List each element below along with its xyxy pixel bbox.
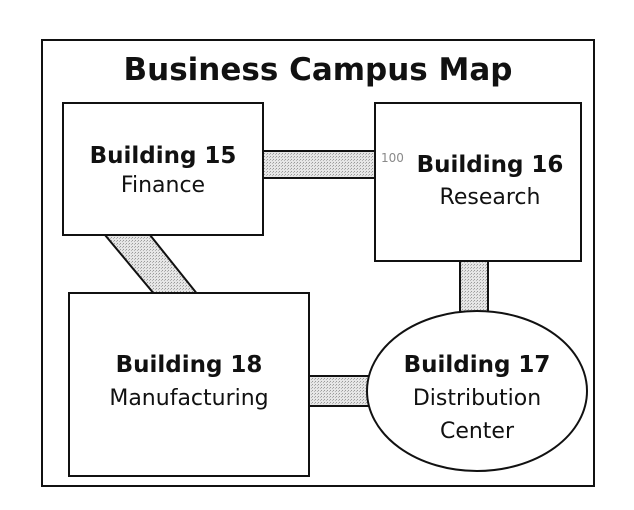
building-15-box (62, 102, 264, 236)
walkway-15-16 (261, 150, 377, 179)
building-15-dept: Finance (121, 173, 205, 198)
building-18-dept: Manufacturing (109, 386, 268, 411)
building-16-dept: Research (440, 185, 541, 210)
building-17-dept-line-2: Center (440, 419, 515, 444)
building-16-number-label: 100 (381, 151, 404, 165)
building-16-box (374, 102, 582, 262)
building-17-dept-line-1: Distribution (413, 386, 541, 411)
walkway-16-17 (459, 259, 489, 317)
building-15-name: Building 15 (90, 143, 237, 169)
building-17-ellipse (366, 310, 588, 472)
building-18-box (68, 292, 310, 477)
building-18-name: Building 18 (116, 352, 263, 378)
building-16-name: Building 16 (417, 152, 564, 178)
map-title: Business Campus Map (124, 52, 513, 88)
building-17-name: Building 17 (404, 352, 551, 378)
